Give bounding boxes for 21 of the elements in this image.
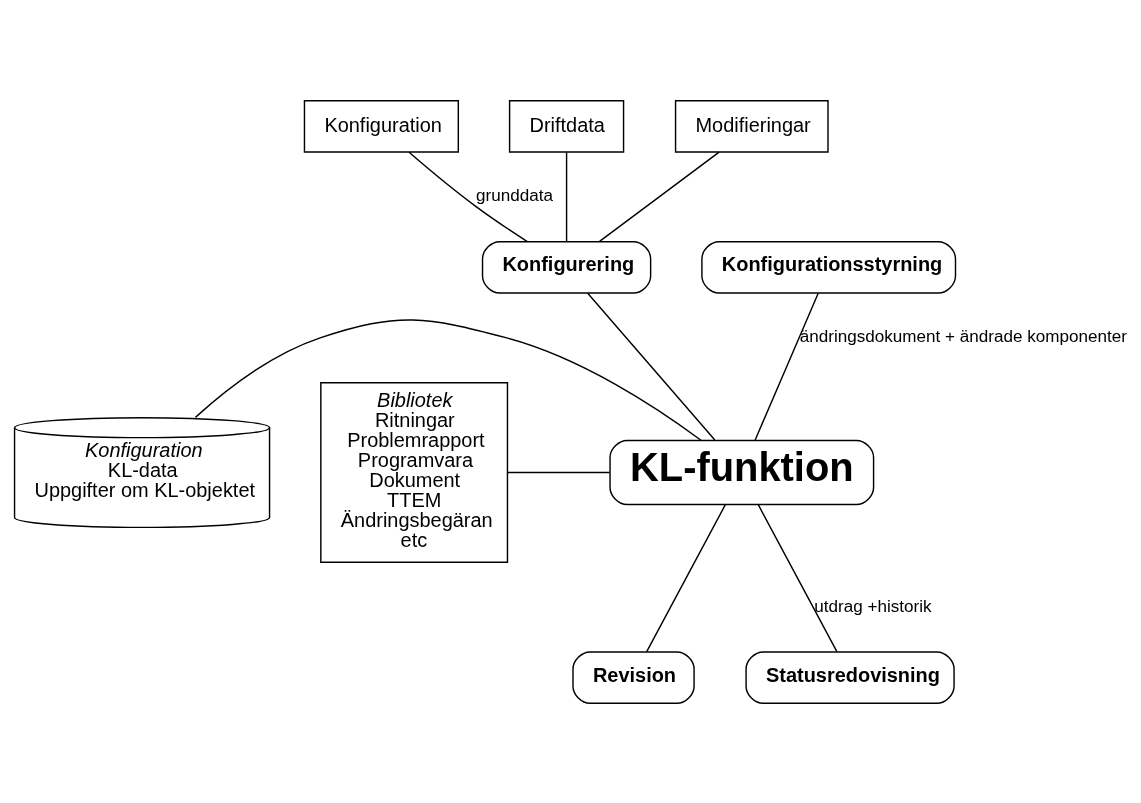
connector — [757, 503, 838, 652]
connector — [194, 318, 702, 441]
node-box: Konfigurering — [481, 240, 652, 294]
node-box: Driftdata — [508, 99, 625, 153]
node-box: Konfiguration — [303, 99, 459, 153]
edge-label: utdrag +historik — [814, 596, 932, 616]
connector — [587, 292, 716, 441]
connector — [408, 151, 529, 242]
node-box: KL-funktion — [609, 439, 875, 505]
connector — [598, 150, 720, 242]
node-box: Konfigurationsstyrning — [701, 240, 957, 294]
node-box: Bibliotek Ritningar Problemrapport Programvara Dokument TTEM Ändringsbegäran etc — [320, 381, 509, 563]
edge-label: ändringsdokument + ändrade komponenter — [799, 326, 1127, 346]
connector — [754, 292, 819, 441]
node-box: Revision — [572, 650, 695, 704]
node-box: Modifieringar — [674, 99, 829, 153]
edge-label: grunddata — [476, 185, 554, 205]
node-box: Statusredovisning — [745, 650, 955, 704]
connector — [565, 151, 568, 242]
connector — [506, 471, 611, 473]
connector — [646, 503, 727, 652]
